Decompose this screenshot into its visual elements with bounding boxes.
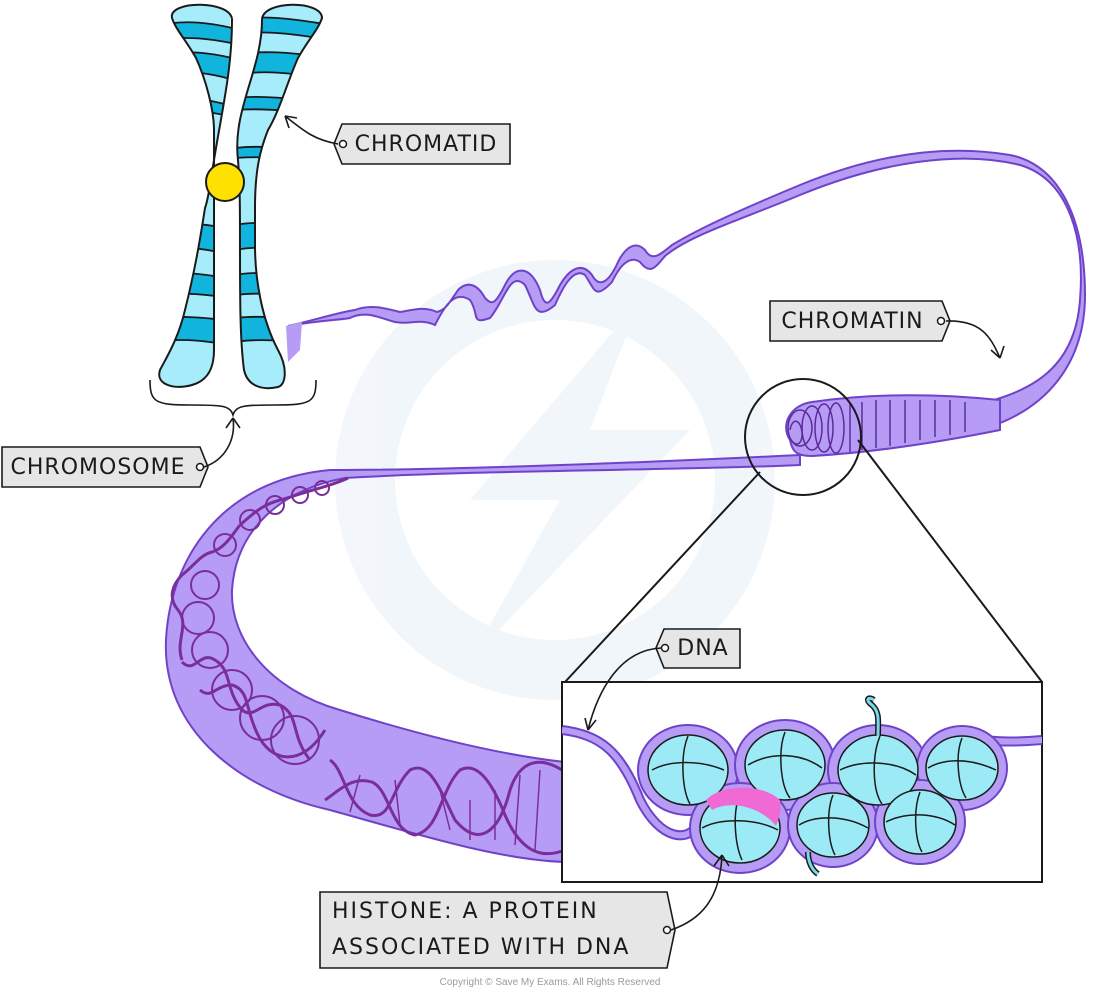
chromatid-label-box — [333, 123, 511, 165]
zoom-line-left — [564, 471, 761, 683]
centromere — [205, 162, 245, 202]
chromatin-label-text: CHROMATIN — [781, 308, 924, 334]
chromatid-label: CHROMATID — [354, 131, 498, 157]
chromatin-arrow — [945, 320, 1005, 359]
chromatin-coil — [785, 394, 1001, 458]
dna-arrow — [584, 647, 662, 731]
copyright-notice: Copyright © Save My Exams. All Rights Re… — [439, 977, 661, 988]
chromatid-unwinding-end — [286, 322, 302, 362]
chromatid-label-text: CHROMATID — [354, 131, 498, 157]
histone-label-text: HISTONE: A PROTEIN ASSOCIATED WITH DNA — [332, 899, 631, 960]
chromatid-arrow — [284, 115, 339, 145]
chromosome — [158, 3, 324, 390]
chromatin-label-box — [769, 300, 951, 342]
leader-arrows — [203, 115, 1005, 931]
chromosome-label-box — [1, 446, 209, 488]
label-boxes — [1, 123, 951, 969]
histone-cluster — [637, 695, 1008, 877]
chromatin-label: CHROMATIN — [781, 308, 924, 334]
label-pins — [195, 139, 946, 935]
histone-label: HISTONE: A PROTEIN ASSOCIATED WITH DNA — [332, 899, 631, 960]
dna-label: DNA — [677, 636, 729, 661]
chromosome-brace — [149, 379, 317, 418]
zoom-indicator — [564, 378, 1043, 683]
dna-label-text: DNA — [677, 636, 729, 661]
chromosome-arrow — [203, 417, 241, 468]
dna-helix-strand — [170, 476, 566, 856]
histone-highlight — [706, 787, 781, 826]
chromatid-right — [236, 3, 324, 390]
chromosome-label: CHROMOSOME — [10, 454, 186, 480]
dna-label-box — [655, 628, 741, 669]
watermark-logo — [335, 260, 775, 700]
histone-label-box — [319, 891, 676, 969]
histone-arrow — [670, 854, 730, 931]
nucleosome-zoom-box — [561, 681, 1043, 883]
focus-circle — [744, 378, 862, 496]
chromosome-label-text: CHROMOSOME — [10, 454, 186, 480]
zoom-line-right — [857, 439, 1043, 683]
